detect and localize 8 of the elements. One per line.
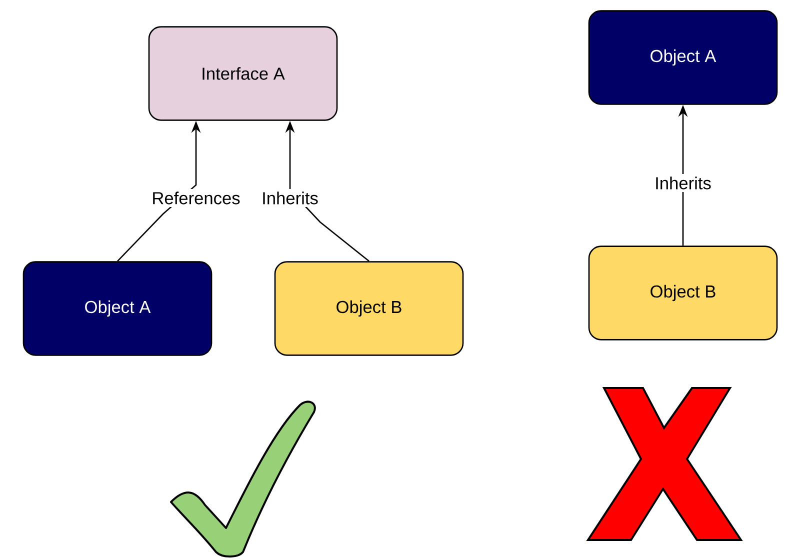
edge-label: References xyxy=(149,188,243,208)
edge-label: Inherits xyxy=(652,174,714,192)
object-box: Interface A xyxy=(148,26,338,121)
edge-label: Inherits xyxy=(258,188,322,208)
object-box: Object A xyxy=(22,261,212,356)
object-box: Object A xyxy=(588,10,778,105)
object-box: Object B xyxy=(274,261,464,356)
object-box: Object B xyxy=(588,246,778,340)
